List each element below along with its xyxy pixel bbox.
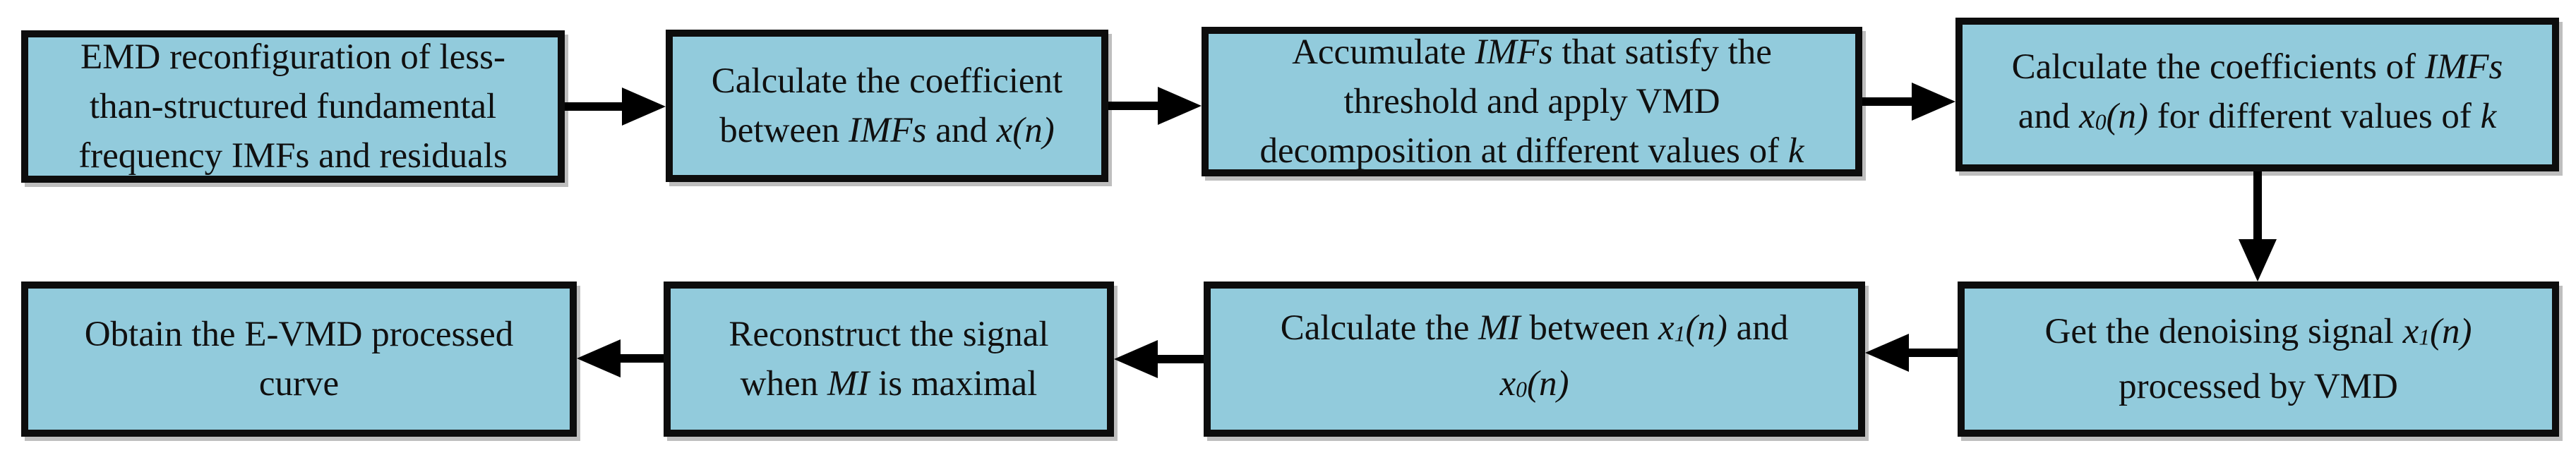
arrow-coefficient-to-accumulate-shaft	[1108, 102, 1162, 110]
box-text-line: processed by VMD	[2119, 362, 2398, 411]
box-text-line: Get the denoising signal x1(n)	[2044, 307, 2472, 363]
text-segment: when	[740, 364, 827, 404]
text-italic: (n)	[2430, 311, 2472, 351]
flow-box-obtain-evmd-curve: Obtain the E-VMD processed curve	[21, 282, 577, 437]
text-italic: k	[2480, 96, 2497, 136]
text-italic: (n)	[1685, 308, 1727, 349]
box-text-line: than-structured fundamental	[90, 82, 496, 131]
text-subscript: 0	[1516, 377, 1527, 402]
text-italic: MI	[827, 364, 870, 404]
text-segment: threshold and apply VMD	[1343, 82, 1720, 121]
text-italic: (n)	[1526, 364, 1569, 404]
arrow-reconstruct-to-obtain-shaft	[616, 354, 664, 363]
arrow-coefficients-to-denoising-arrowhead-icon	[2239, 239, 2277, 282]
text-segment: Calculate the coefficients of	[2011, 47, 2425, 87]
text-segment: frequency IMFs and residuals	[78, 136, 508, 176]
box-text-line: x0(n)	[1500, 359, 1569, 415]
box-text-line: and x0(n) for different values of k	[2018, 92, 2497, 147]
flow-box-accumulate-imfs-apply-vmd: Accumulate IMFs that satisfy the threshol…	[1202, 27, 1862, 176]
text-italic: x	[1499, 364, 1516, 404]
flow-box-calculate-coefficient: Calculate the coefficient between IMFs an…	[666, 30, 1108, 182]
arrow-reconstruct-to-obtain-arrowhead-icon	[577, 339, 621, 377]
text-segment: processed by VMD	[2119, 367, 2398, 407]
box-text-line: curve	[259, 359, 339, 408]
text-italic: MI	[1478, 308, 1521, 349]
arrow-denoising-to-mi-shaft	[1905, 349, 1958, 357]
box-text-line: Calculate the MI between x1(n) and	[1281, 303, 1789, 359]
text-italic: x(n)	[996, 111, 1055, 150]
box-text-line: Obtain the E-VMD processed	[85, 310, 514, 359]
arrow-accumulate-to-coefficients-shaft	[1862, 97, 1916, 106]
arrow-mi-to-reconstruct-shaft	[1154, 355, 1204, 363]
text-subscript: 0	[2095, 109, 2107, 135]
arrow-coefficients-to-denoising-shaft	[2253, 171, 2262, 243]
arrow-mi-to-reconstruct-arrowhead-icon	[1114, 340, 1158, 378]
flow-box-reconstruct-signal: Reconstruct the signal when MI is maximal	[664, 282, 1114, 437]
text-segment: Calculate the	[1280, 308, 1479, 349]
text-segment: and	[926, 111, 997, 150]
text-segment: between	[1520, 308, 1658, 349]
flow-box-get-denoising-signal: Get the denoising signal x1(n)processed …	[1958, 282, 2559, 437]
box-text-line: decomposition at different values of k	[1260, 126, 1804, 176]
text-italic: k	[1787, 131, 1804, 171]
text-italic: x	[2079, 96, 2095, 136]
arrow-emd-to-coefficient-arrowhead-icon	[622, 87, 666, 126]
text-segment: Reconstruct the signal	[729, 315, 1049, 354]
box-text-line: between IMFs and x(n)	[719, 106, 1054, 155]
box-text-line: Accumulate IMFs that satisfy the	[1292, 28, 1772, 77]
text-segment: that satisfy the	[1552, 32, 1772, 72]
box-text-line: Calculate the coefficient	[712, 56, 1062, 106]
text-segment: EMD reconfiguration of less-	[80, 37, 505, 77]
text-segment: between	[719, 111, 849, 150]
text-segment: for different values of	[2148, 96, 2481, 136]
text-segment: Obtain the E-VMD processed	[84, 315, 514, 354]
arrow-accumulate-to-coefficients-arrowhead-icon	[1912, 83, 1955, 121]
arrow-denoising-to-mi-arrowhead-icon	[1865, 334, 1909, 372]
text-segment: is maximal	[869, 364, 1038, 404]
text-subscript: 1	[2419, 325, 2431, 350]
text-italic: IMFs	[848, 111, 927, 150]
text-subscript: 1	[1674, 322, 1686, 346]
text-segment: curve	[258, 364, 340, 404]
box-text-line: Reconstruct the signal	[729, 310, 1048, 359]
text-segment: and	[2018, 96, 2080, 136]
text-italic: x	[1658, 308, 1675, 349]
text-segment: Calculate the coefficient	[711, 61, 1063, 101]
text-italic: IMFs	[2424, 47, 2503, 87]
text-segment: than-structured fundamental	[89, 87, 497, 126]
arrow-emd-to-coefficient-shaft	[565, 102, 626, 111]
box-text-line: Calculate the coefficients of IMFs	[2012, 42, 2503, 92]
text-italic: IMFs	[1475, 32, 1553, 72]
text-segment: and	[1727, 308, 1789, 349]
text-segment: Accumulate	[1292, 32, 1475, 72]
text-segment: decomposition at different values of	[1259, 131, 1788, 171]
text-segment: Get the denoising signal	[2044, 311, 2403, 351]
box-text-line: frequency IMFs and residuals	[78, 131, 508, 181]
box-text-line: when MI is maximal	[741, 359, 1038, 408]
arrow-coefficient-to-accumulate-arrowhead-icon	[1158, 87, 1202, 125]
flow-box-emd-reconfiguration: EMD reconfiguration of less-than-structu…	[21, 30, 565, 183]
text-italic: x	[2402, 311, 2419, 351]
box-text-line: threshold and apply VMD	[1343, 77, 1720, 126]
text-italic: (n)	[2106, 96, 2149, 136]
box-text-line: EMD reconfiguration of less-	[80, 32, 505, 82]
